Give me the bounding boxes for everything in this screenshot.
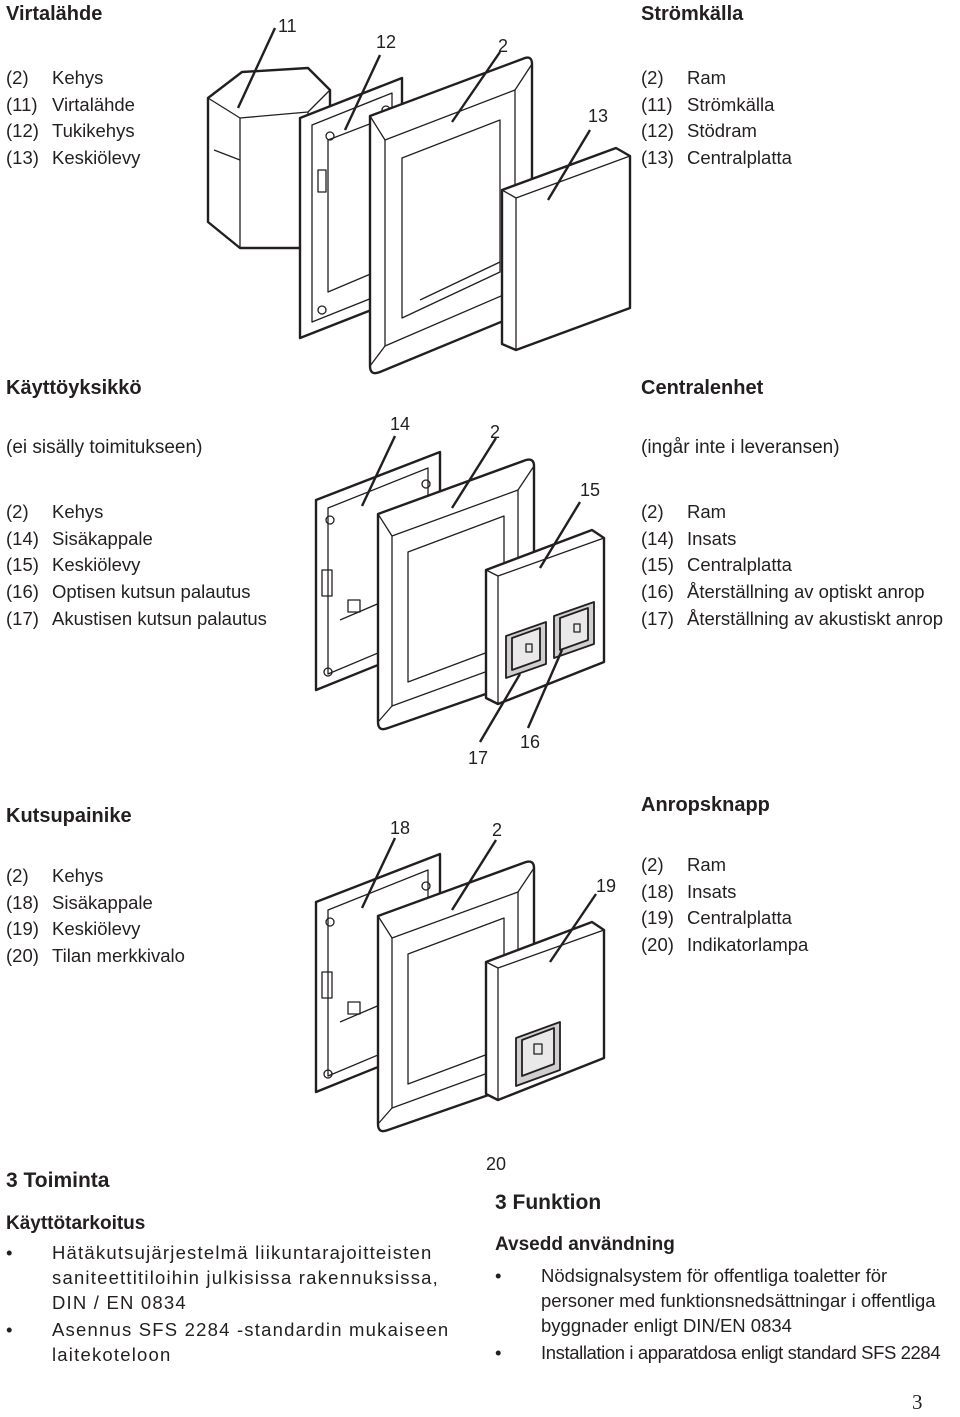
- power-supply-exploded-diagram: 11 12 2 13: [180, 0, 640, 380]
- sv-parts-list-3: (2)Ram (18)Insats (19)Centralplatta (20)…: [641, 852, 808, 959]
- sv-section-subheading: Avsedd användning: [495, 1234, 675, 1255]
- list-item: (14)Insats: [641, 527, 737, 549]
- page-number: 3: [912, 1390, 923, 1414]
- fi-title-kutsupainike: Kutsupainike: [6, 805, 132, 827]
- callout-label: 14: [390, 414, 411, 434]
- list-item: (2)Kehys: [6, 67, 104, 88]
- callout-label: 16: [520, 732, 541, 752]
- list-item: (19)Keskiölevy: [6, 918, 141, 940]
- list-item: (15)Centralplatta: [641, 554, 792, 576]
- list-item: (13)Keskiölevy: [6, 147, 141, 169]
- optical-reset-button-drawing: [505, 621, 547, 679]
- sv-title-stromkalla: Strömkälla: [641, 3, 744, 25]
- list-item: (2)Ram: [641, 67, 727, 88]
- sv-section-heading: 3 Funktion: [495, 1191, 602, 1214]
- list-item: (12)Stödram: [641, 120, 757, 142]
- fi-parts-list-2: (2)Kehys (14)Sisäkappale (15)Keskiölevy …: [6, 499, 267, 633]
- list-item: Installation i apparatdosa enligt standa…: [495, 1340, 960, 1365]
- list-item: (16)Optisen kutsun palautus: [6, 581, 251, 603]
- list-item: (17)Akustisen kutsun palautus: [6, 607, 267, 629]
- acoustic-reset-button-drawing: [553, 601, 595, 659]
- fi-parts-list-3: (2)Kehys (18)Sisäkappale (19)Keskiölevy …: [6, 863, 185, 970]
- list-item: (2)Kehys: [6, 865, 104, 886]
- list-item: (18)Insats: [641, 880, 737, 902]
- call-button-exploded-diagram: 18 2 19 20: [300, 812, 630, 1182]
- sv-parts-list-2: (2)Ram (14)Insats (15)Centralplatta (16)…: [641, 499, 943, 633]
- callout-label: 19: [596, 876, 617, 896]
- callout-label: 17: [468, 748, 489, 768]
- callout-label: 2: [498, 36, 509, 56]
- fi-title-virtalahde: Virtalähde: [6, 3, 103, 25]
- fi-title-kayttoyksikko: Käyttöyksikkö: [6, 377, 142, 399]
- callout-label: 11: [278, 16, 297, 36]
- list-item: (17)Återställning av akustiskt anrop: [641, 607, 944, 629]
- sv-usage-list: Nödsignalsystem för offentliga toaletter…: [495, 1263, 960, 1365]
- central-unit-exploded-diagram: 14 2 15 17 16: [300, 410, 630, 780]
- fi-note-not-included: (ei sisälly toimitukseen): [6, 437, 203, 458]
- status-indicator-button-drawing: [515, 1021, 561, 1087]
- fi-section-heading: 3 Toiminta: [6, 1169, 110, 1192]
- fi-section-subheading: Käyttötarkoitus: [6, 1213, 146, 1234]
- list-item: (19)Centralplatta: [641, 907, 792, 929]
- sv-parts-list-1: (2)Ram (11)Strömkälla (12)Stödram (13)Ce…: [641, 65, 792, 172]
- callout-label: 13: [588, 106, 609, 126]
- list-item: (18)Sisäkappale: [6, 891, 153, 913]
- list-item: Nödsignalsystem för offentliga toaletter…: [495, 1263, 960, 1338]
- list-item: (2)Kehys: [6, 501, 104, 522]
- callout-label: 2: [490, 422, 501, 442]
- callout-label: 15: [580, 480, 601, 500]
- callout-label: 12: [376, 32, 397, 52]
- list-item: (2)Ram: [641, 854, 727, 875]
- list-item: (11)Strömkälla: [641, 93, 775, 115]
- callout-label: 20: [486, 1154, 507, 1174]
- list-item: (2)Ram: [641, 501, 727, 522]
- list-item: Hätäkutsujärjestelmä liikuntarajoitteist…: [6, 1240, 458, 1315]
- center-plate-drawing: [500, 146, 632, 352]
- list-item: Asennus SFS 2284 -standardin mukaiseen l…: [6, 1317, 458, 1367]
- list-item: (20)Indikatorlampa: [641, 934, 809, 956]
- sv-note-not-included: (ingår inte i leveransen): [641, 437, 840, 458]
- list-item: (14)Sisäkappale: [6, 527, 153, 549]
- callout-label: 18: [390, 818, 411, 838]
- list-item: (20)Tilan merkkivalo: [6, 945, 185, 967]
- fi-usage-list: Hätäkutsujärjestelmä liikuntarajoitteist…: [6, 1240, 458, 1367]
- callout-label: 2: [492, 820, 503, 840]
- list-item: (13)Centralplatta: [641, 147, 792, 169]
- list-item: (15)Keskiölevy: [6, 554, 141, 576]
- sv-title-centralenhet: Centralenhet: [641, 377, 764, 399]
- fi-parts-list-1: (2)Kehys (11)Virtalähde (12)Tukikehys (1…: [6, 65, 140, 172]
- list-item: (11)Virtalähde: [6, 93, 135, 115]
- sv-title-anropsknapp: Anropsknapp: [641, 794, 770, 816]
- list-item: (12)Tukikehys: [6, 120, 135, 142]
- list-item: (16)Återställning av optiskt anrop: [641, 581, 925, 603]
